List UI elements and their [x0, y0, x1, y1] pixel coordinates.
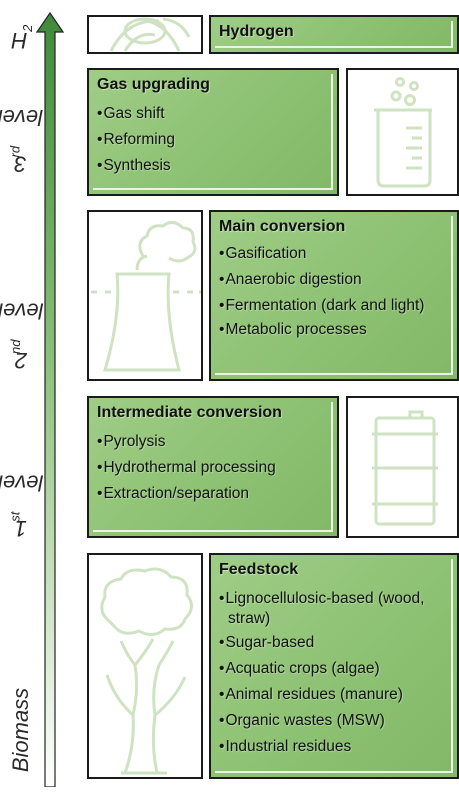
- list-item: Hydrothermal processing: [97, 458, 329, 478]
- gas-upgrading-title: Gas upgrading: [97, 76, 210, 93]
- barrel-icon: [370, 410, 440, 528]
- list-item: Acquatic crops (algae): [219, 659, 449, 679]
- feedstock-panel: Feedstock Lignocellulosic-based (wood, s…: [209, 553, 459, 779]
- feedstock-title: Feedstock: [219, 561, 299, 578]
- list-item: Animal residues (manure): [219, 685, 449, 705]
- list-item: Sugar-based: [219, 633, 449, 653]
- list-item: Gasification: [219, 244, 449, 264]
- hydrogen-panel: Hydrogen: [209, 15, 459, 54]
- barrel-icon-box: [346, 396, 459, 538]
- list-item: Reforming: [97, 130, 329, 150]
- intermediate-conversion-panel: Intermediate conversion Pyrolysis Hydrot…: [87, 396, 339, 538]
- tree-icon-box: [87, 553, 203, 779]
- list-item: Industrial residues: [219, 737, 449, 757]
- list-item: Extraction/separation: [97, 484, 329, 504]
- intermediate-conversion-title: Intermediate conversion: [97, 404, 282, 421]
- main-conversion-panel: Main conversion Gasification Anaerobic d…: [209, 210, 459, 381]
- gas-upgrading-panel: Gas upgrading Gas shift Reforming Synthe…: [87, 68, 339, 196]
- main-conversion-title: Main conversion: [219, 218, 346, 235]
- list-item: Anaerobic digestion: [219, 270, 449, 290]
- list-item: Pyrolysis: [97, 432, 329, 452]
- main-conversion-list: Gasification Anaerobic digestion Ferment…: [219, 244, 449, 340]
- list-item: Organic wastes (MSW): [219, 711, 449, 731]
- hydrogen-icon-box: [87, 15, 203, 54]
- hydrogen-title: Hydrogen: [219, 23, 294, 40]
- tree-icon: [95, 565, 197, 777]
- cooling-tower-icon: [91, 216, 201, 378]
- list-item: Gas shift: [97, 104, 329, 124]
- feedstock-list: Lignocellulosic-based (wood, straw) Suga…: [219, 589, 449, 757]
- list-item: Synthesis: [97, 156, 329, 176]
- list-item: Lignocellulosic-based (wood, straw): [219, 589, 449, 629]
- cooling-tower-icon-box: [87, 210, 203, 381]
- level-arrow: [35, 11, 65, 788]
- intermediate-conversion-list: Pyrolysis Hydrothermal processing Extrac…: [97, 432, 329, 504]
- gas-upgrading-list: Gas shift Reforming Synthesis: [97, 104, 329, 176]
- beaker-icon: [366, 76, 442, 190]
- beaker-icon-box: [346, 68, 459, 196]
- list-item: Fermentation (dark and light): [219, 296, 449, 316]
- hydrogen-swirl-icon: [97, 17, 193, 52]
- list-item: Metabolic processes: [219, 320, 449, 340]
